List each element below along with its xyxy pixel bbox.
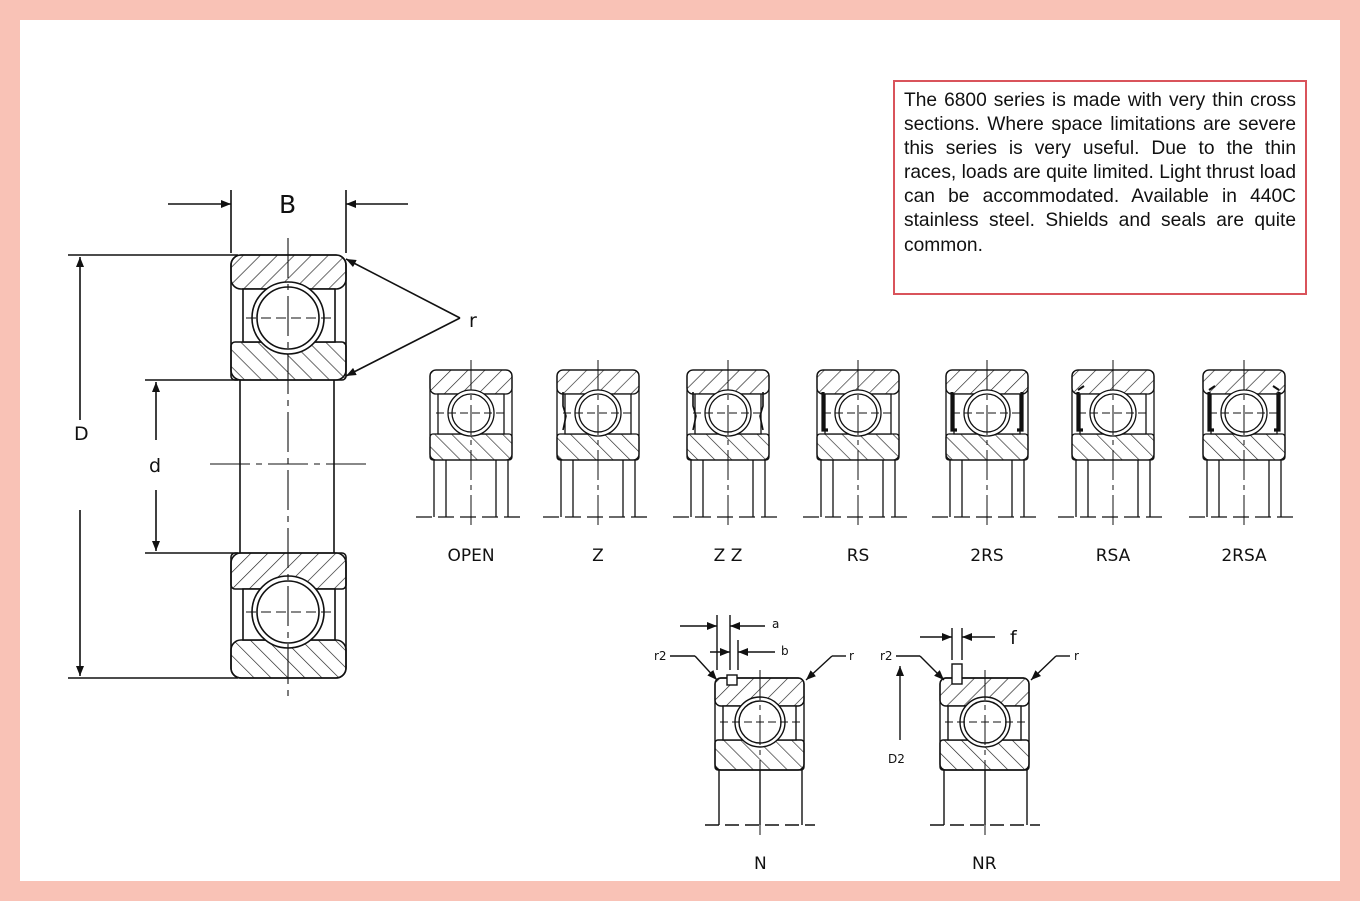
main-bearing-view xyxy=(68,190,461,700)
variant-2rs xyxy=(932,360,1042,525)
snap-ring-variant-n xyxy=(670,615,846,835)
nr-r-label: r xyxy=(1074,649,1079,663)
n-b-label: b xyxy=(781,644,789,658)
bearing-drawing: B r D d OPEN Z Z Z RS 2RS RSA 2RSA xyxy=(68,190,1299,874)
variant-label: RS xyxy=(847,546,870,566)
nr-r2-label: r2 xyxy=(880,649,893,663)
variant-zz xyxy=(673,360,783,525)
variant-label: RSA xyxy=(1096,546,1131,566)
outer-diameter-label: D xyxy=(74,423,89,445)
radius-label: r xyxy=(469,310,477,332)
variant-label: 2RSA xyxy=(1221,546,1267,566)
variant-label: 2RS xyxy=(970,546,1003,566)
variant-rs xyxy=(803,360,913,525)
sheet: B r D d OPEN Z Z Z RS 2RS RSA 2RSA xyxy=(20,20,1340,881)
n-r2-label: r2 xyxy=(654,649,667,663)
description-box: The 6800 series is made with very thin c… xyxy=(893,80,1307,295)
variant-rsa xyxy=(1058,360,1168,525)
width-label: B xyxy=(279,190,296,219)
nr-d2-label: D2 xyxy=(888,752,905,766)
variant-label: OPEN xyxy=(447,546,494,566)
n-label: N xyxy=(754,854,767,874)
variant-2rsa xyxy=(1189,360,1299,525)
nr-f-label: f xyxy=(1010,627,1018,649)
description-text: The 6800 series is made with very thin c… xyxy=(904,90,1296,256)
n-r-label: r xyxy=(849,649,854,663)
nr-label: NR xyxy=(972,854,997,874)
n-a-label: a xyxy=(772,617,779,631)
bore-label: d xyxy=(149,455,161,477)
variant-z xyxy=(543,360,653,525)
variant-open xyxy=(416,360,526,525)
variant-label: Z Z xyxy=(714,546,743,566)
variant-label: Z xyxy=(592,546,604,566)
variants-row: OPEN Z Z Z RS 2RS RSA 2RSA xyxy=(416,360,1299,566)
snap-ring-variant-nr xyxy=(896,628,1070,835)
